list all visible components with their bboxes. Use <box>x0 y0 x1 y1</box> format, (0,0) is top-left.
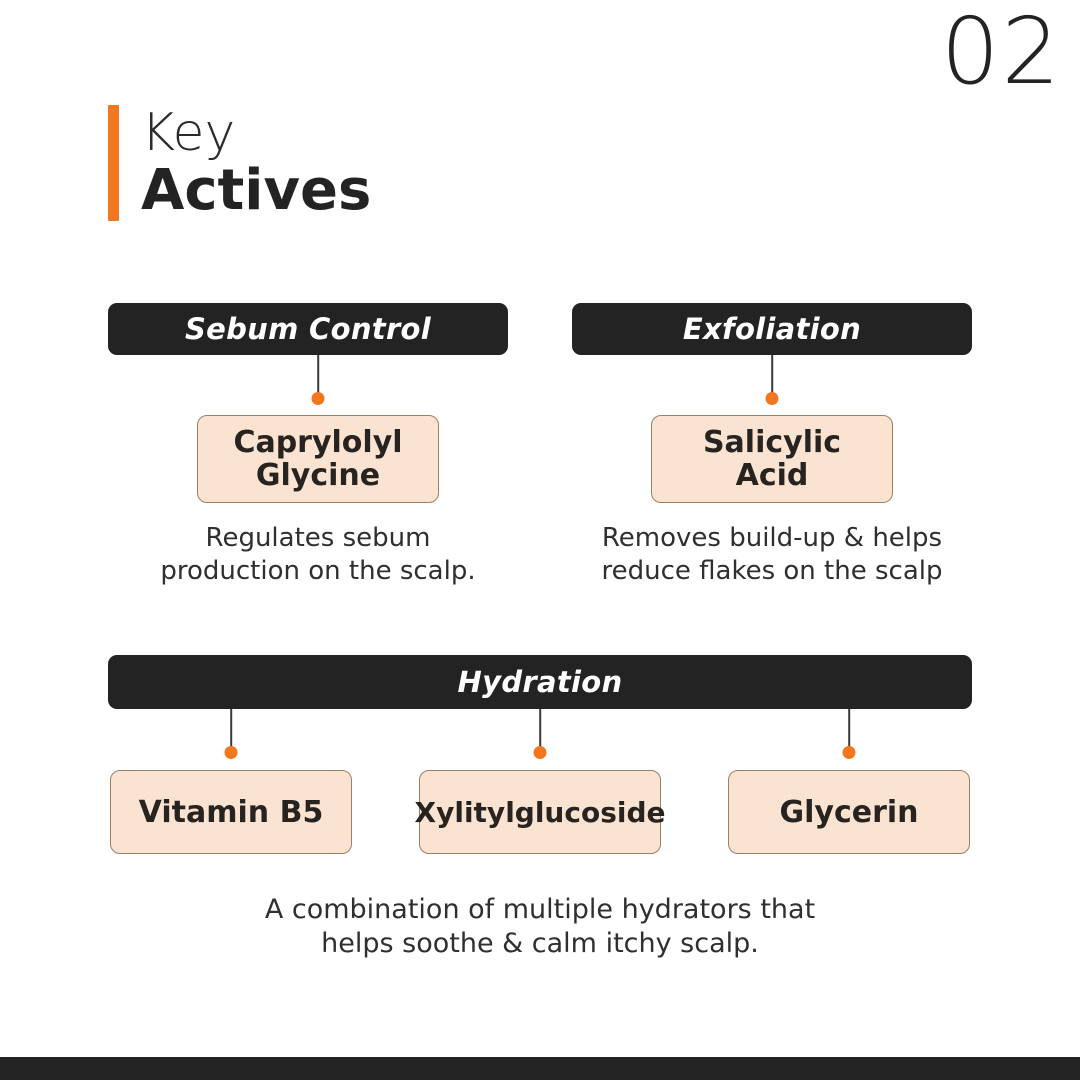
ingredient-label-line-2: Acid <box>735 458 809 493</box>
page-number: 02 <box>940 0 1062 105</box>
connector-line <box>771 355 773 393</box>
bottom-bar <box>0 1057 1080 1080</box>
page-title-line-1: Key <box>141 103 236 163</box>
connector-dot <box>224 746 238 759</box>
ingredient-label-line-2: Glycine <box>255 458 381 493</box>
title-text: Key Actives <box>141 105 371 221</box>
ingredient-label: Glycerin <box>779 794 919 830</box>
connector-dot <box>311 392 325 405</box>
category-header-label: Hydration <box>457 665 623 699</box>
connector-dot <box>842 746 856 759</box>
description-exfoliation: Removes build-up & helps reduce flakes o… <box>601 523 943 586</box>
category-header-exfoliation: Exfoliation <box>572 303 972 355</box>
title-accent-bar <box>108 105 119 221</box>
page-title: Key Actives <box>108 105 371 221</box>
connector-exfoliation <box>765 355 779 405</box>
connector-vitamin-b5 <box>224 709 238 759</box>
ingredient-label: Vitamin B5 <box>138 794 324 830</box>
ingredient-box-capryloyl-glycine: Caprylolyl Glycine <box>197 415 439 503</box>
connector-line <box>539 709 541 747</box>
category-header-hydration: Hydration <box>108 655 972 709</box>
connector-xylitylglucoside <box>533 709 547 759</box>
page-title-line-2: Actives <box>141 158 372 223</box>
description-hydration: A combination of multiple hydrators that… <box>264 894 816 959</box>
connector-line <box>848 709 850 747</box>
connector-sebum-control <box>311 355 325 405</box>
ingredient-label: Salicylic Acid <box>703 426 841 492</box>
ingredient-box-vitamin-b5: Vitamin B5 <box>110 770 352 854</box>
category-header-label: Sebum Control <box>184 312 432 346</box>
description-sebum-control: Regulates sebum production on the scalp. <box>160 523 476 586</box>
ingredient-label: Xylitylglucoside <box>414 795 666 829</box>
connector-glycerin <box>842 709 856 759</box>
ingredient-label: Caprylolyl Glycine <box>233 426 402 492</box>
category-header-sebum-control: Sebum Control <box>108 303 508 355</box>
connector-line <box>317 355 319 393</box>
ingredient-label-line-1: Caprylolyl <box>233 425 403 460</box>
ingredient-box-glycerin: Glycerin <box>728 770 970 854</box>
connector-line <box>230 709 232 747</box>
connector-dot <box>765 392 779 405</box>
ingredient-box-salicylic-acid: Salicylic Acid <box>651 415 893 503</box>
ingredient-box-xylitylglucoside: Xylitylglucoside <box>415 770 666 854</box>
connector-dot <box>533 746 547 759</box>
ingredient-label-line-1: Salicylic <box>702 425 842 460</box>
category-header-label: Exfoliation <box>682 312 862 346</box>
